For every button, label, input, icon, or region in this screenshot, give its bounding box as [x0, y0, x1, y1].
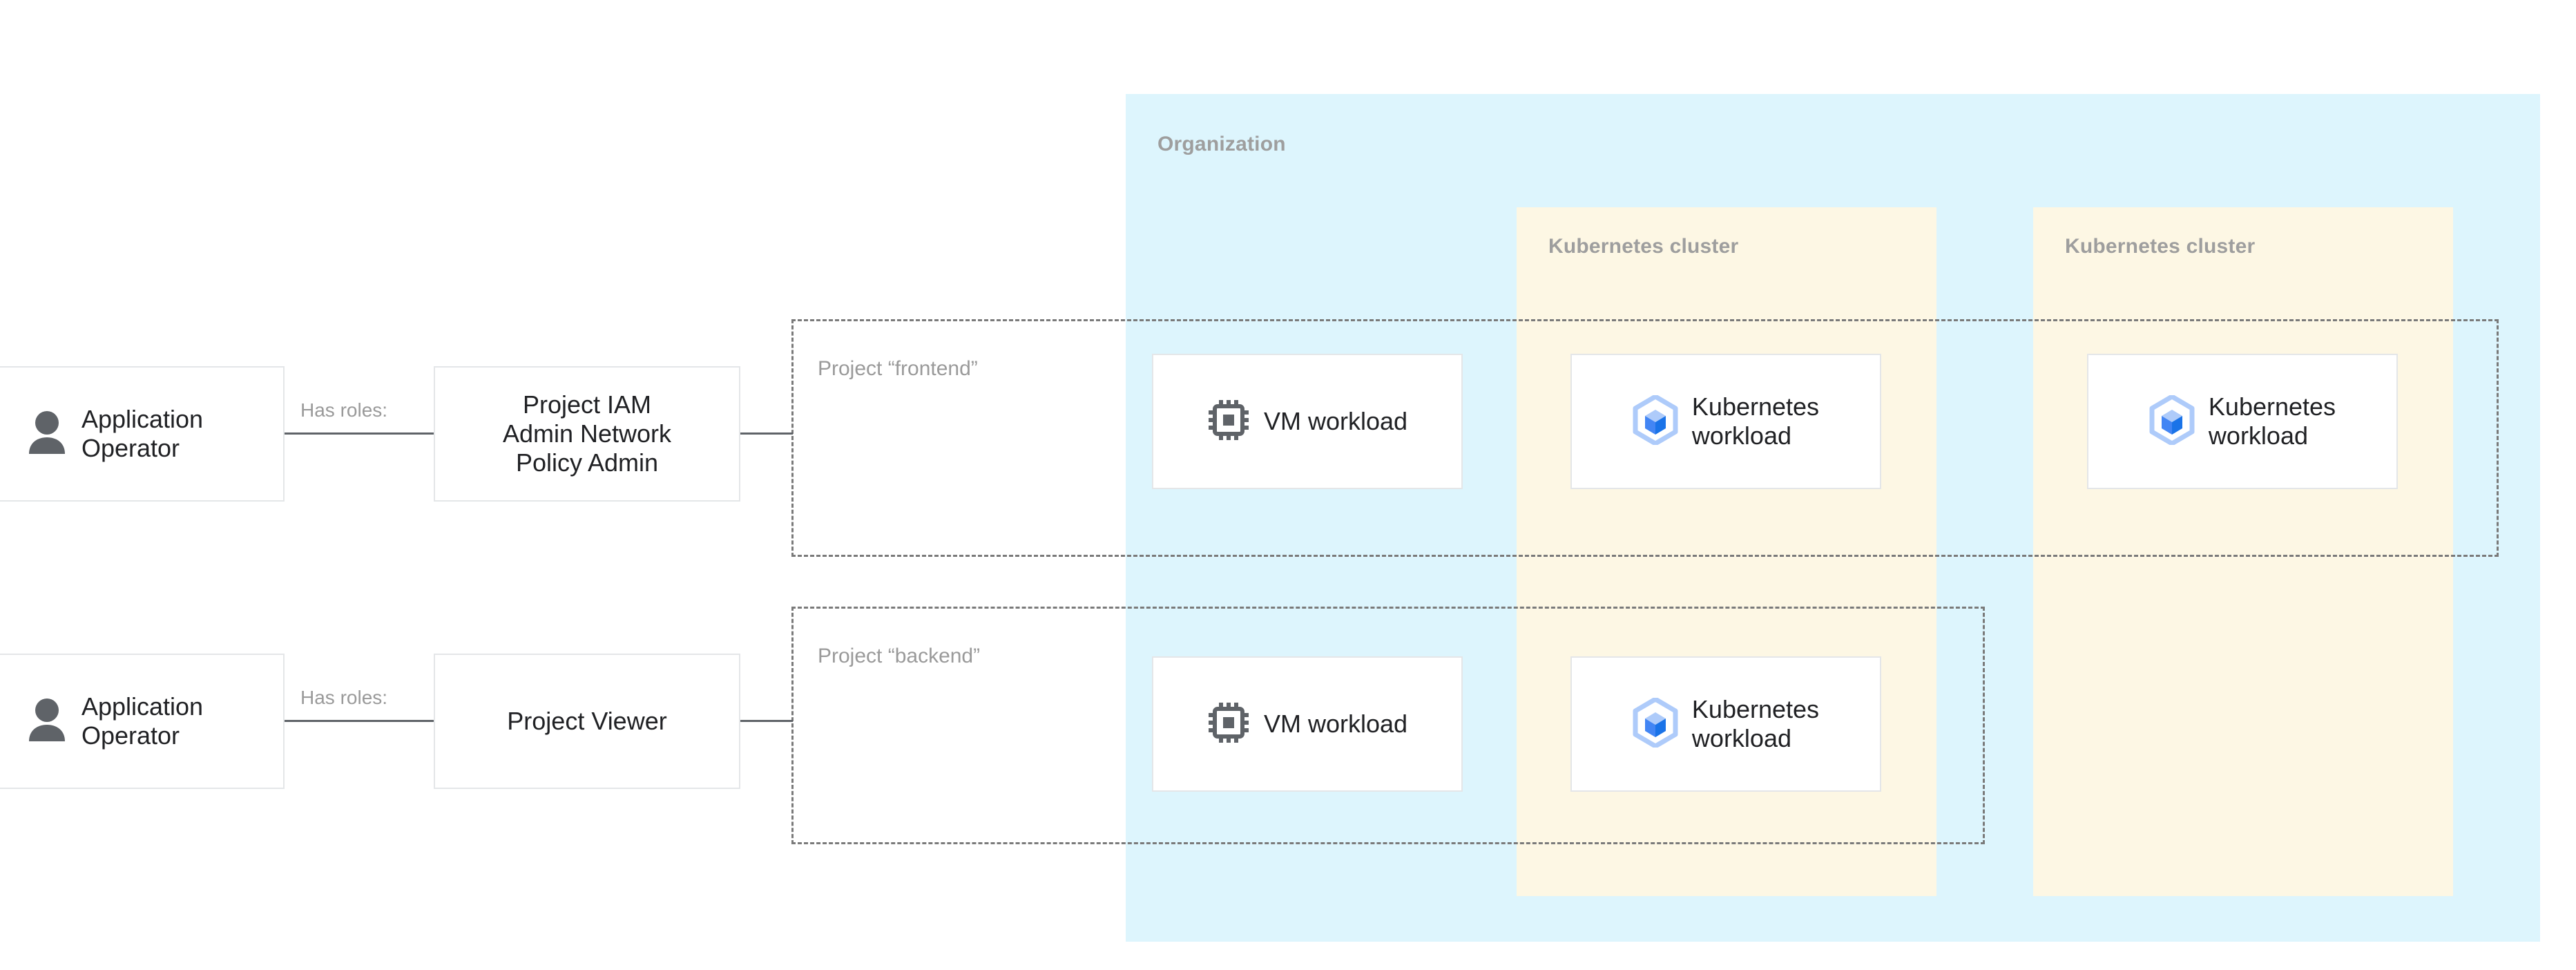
connector-label-row1: Has roles:	[300, 399, 388, 421]
role-content-row2: Project Viewer	[494, 707, 679, 736]
principal-label-row2: Application Operator	[81, 692, 204, 750]
role-box-row2[interactable]: Project Viewer	[434, 654, 740, 789]
connector-principal-role-row2	[285, 720, 434, 722]
principal-box-row1[interactable]: Application Operator	[0, 366, 285, 502]
principal-content-row2: Application Operator	[14, 692, 215, 750]
workload-label-vm-row2: VM workload	[1263, 710, 1408, 739]
workload-label-k8s-row1-cluster2: Kubernetes workload	[2208, 392, 2336, 450]
workload-box-vm-row1[interactable]: VM workload	[1152, 354, 1463, 489]
principal-box-row2[interactable]: Application Operator	[0, 654, 285, 789]
person-icon	[26, 698, 68, 745]
principal-content-row1: Application Operator	[14, 405, 215, 463]
role-label-row1: Project IAM Admin Network Policy Admin	[502, 390, 672, 477]
kubernetes-cluster-label-2: Kubernetes cluster	[2065, 235, 2256, 258]
connector-principal-role-row1	[285, 432, 434, 435]
kubernetes-cluster-zone-2	[2033, 207, 2453, 896]
cpu-chip-icon	[1207, 399, 1250, 445]
workload-box-k8s-row2-cluster1[interactable]: Kubernetes workload	[1570, 656, 1881, 792]
role-label-row2: Project Viewer	[507, 707, 667, 736]
connector-label-row2: Has roles:	[300, 687, 388, 708]
kubernetes-cluster-label-1: Kubernetes cluster	[1548, 235, 1739, 258]
workload-content-vm-row1: VM workload	[1195, 399, 1420, 445]
cpu-chip-icon	[1207, 701, 1250, 748]
workload-label-k8s-row1-cluster1: Kubernetes workload	[1691, 392, 1820, 450]
principal-label-row1: Application Operator	[81, 405, 204, 462]
organization-label: Organization	[1157, 133, 1286, 155]
project-label-backend: Project “backend”	[818, 645, 981, 667]
connector-role-project-row1	[740, 432, 793, 435]
workload-box-vm-row2[interactable]: VM workload	[1152, 656, 1463, 792]
workload-content-k8s-row1-cluster2: Kubernetes workload	[2137, 392, 2348, 450]
workload-box-k8s-row1-cluster2[interactable]: Kubernetes workload	[2087, 354, 2398, 489]
kubernetes-cluster-zone-1	[1517, 207, 1936, 896]
workload-label-vm-row1: VM workload	[1263, 407, 1408, 436]
kubernetes-workload-icon	[1633, 696, 1678, 751]
person-icon	[26, 410, 68, 457]
role-content-row1: Project IAM Admin Network Policy Admin	[490, 390, 684, 477]
workload-content-vm-row2: VM workload	[1195, 701, 1420, 748]
workload-label-k8s-row2-cluster1: Kubernetes workload	[1691, 695, 1820, 752]
project-label-frontend: Project “frontend”	[818, 357, 978, 380]
kubernetes-workload-icon	[2149, 394, 2195, 448]
workload-box-k8s-row1-cluster1[interactable]: Kubernetes workload	[1570, 354, 1881, 489]
kubernetes-workload-icon	[1633, 394, 1678, 448]
connector-role-project-row2	[740, 720, 793, 722]
workload-content-k8s-row2-cluster1: Kubernetes workload	[1620, 695, 1832, 753]
role-box-row1[interactable]: Project IAM Admin Network Policy Admin	[434, 366, 740, 502]
workload-content-k8s-row1-cluster1: Kubernetes workload	[1620, 392, 1832, 450]
